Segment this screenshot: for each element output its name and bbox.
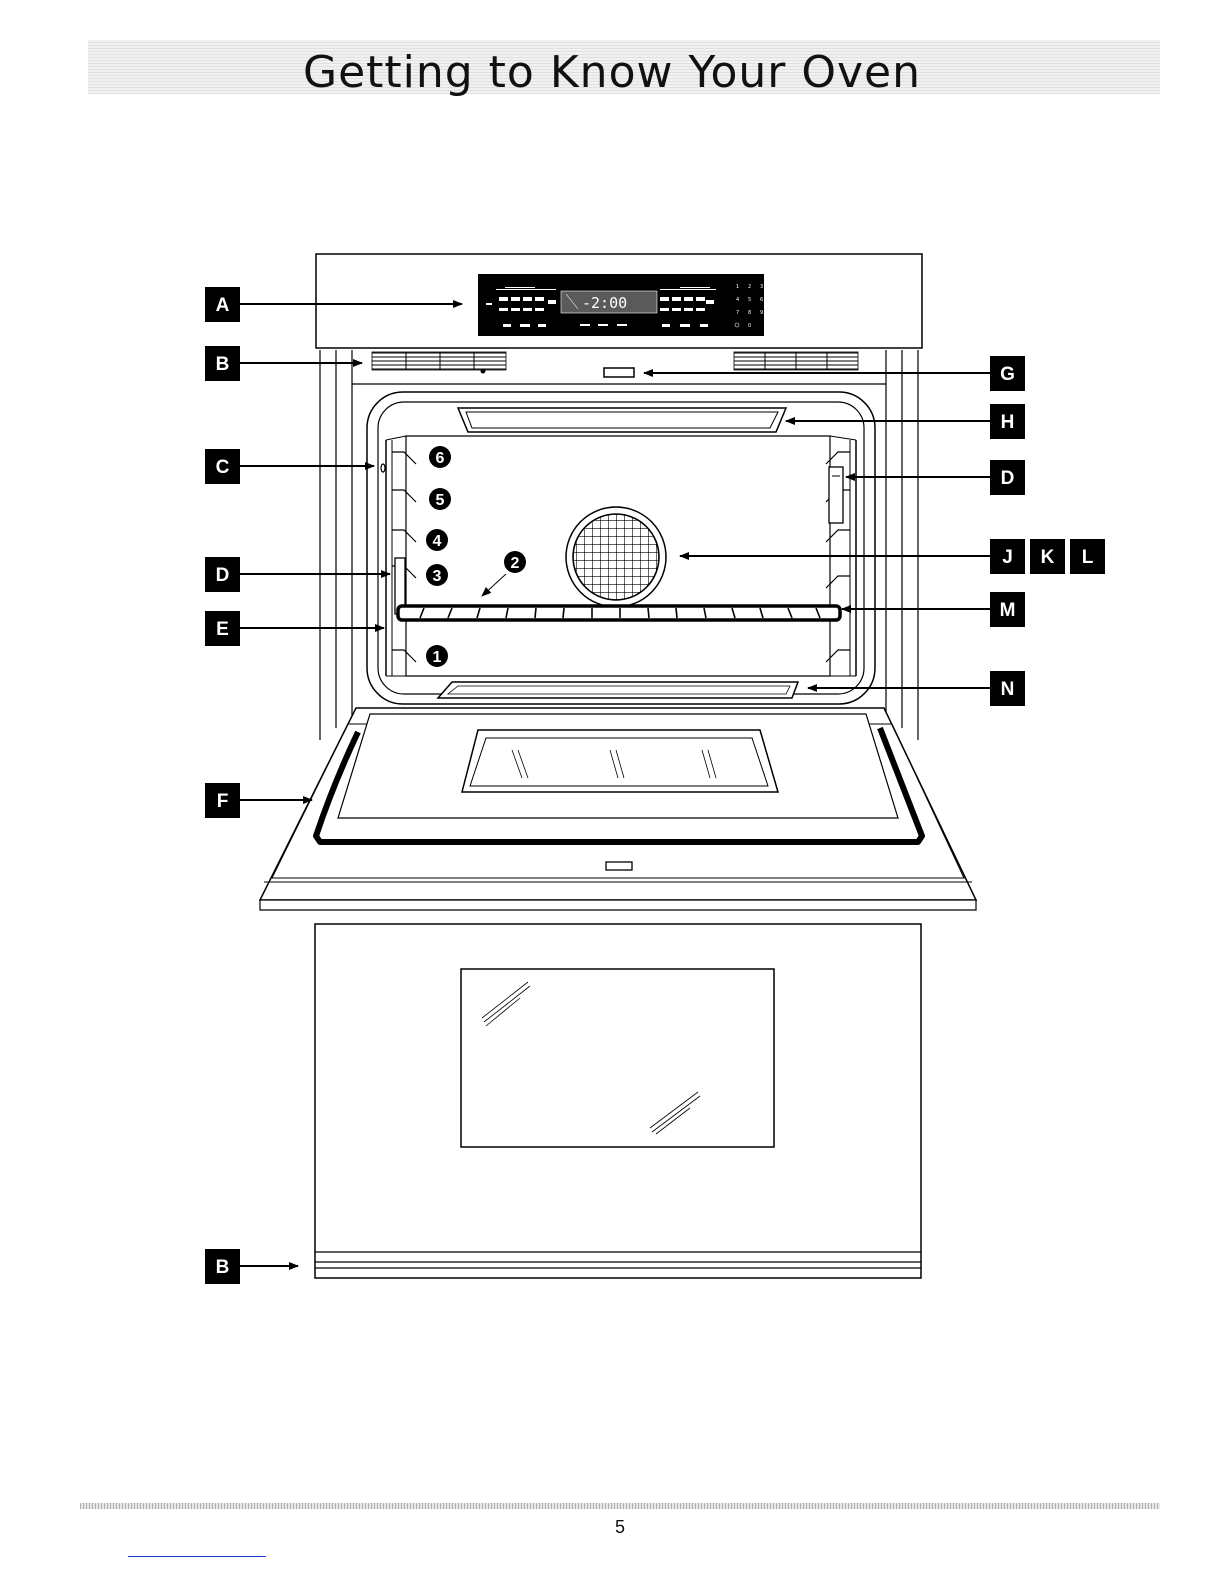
keypad-digit-6: 6 <box>760 297 763 303</box>
callout-h: H <box>1001 412 1015 433</box>
temperature-sensor <box>381 464 385 472</box>
footer-link-underline[interactable] <box>128 1556 266 1557</box>
broil-element <box>458 408 786 432</box>
keypad-digit-4: 4 <box>736 297 739 303</box>
door-latch <box>606 862 632 870</box>
control-panel: -2:00 1 2 3 4 5 6 7 8 9 0 <box>316 254 922 348</box>
callout-b-top: B <box>216 354 230 375</box>
keypad-digit-2: 2 <box>748 284 751 290</box>
lower-oven <box>315 924 921 1278</box>
callout-l: L <box>1082 547 1094 568</box>
keypad-digit-0: 0 <box>748 323 751 329</box>
rack-position-6: 6 <box>436 450 445 467</box>
callout-d-right: D <box>1001 468 1015 489</box>
rack-position-4: 4 <box>433 533 442 550</box>
callout-m: M <box>1000 600 1016 621</box>
keypad-digit-7: 7 <box>736 310 739 316</box>
keypad-digit-3: 3 <box>760 284 763 290</box>
page-number: 5 <box>0 1517 1224 1538</box>
keypad-digit-8: 8 <box>748 310 751 316</box>
callout-d-left: D <box>216 565 230 586</box>
display-readout: -2:00 <box>582 294 627 312</box>
keypad-digit-9: 9 <box>760 310 763 316</box>
oven-light-right <box>829 467 843 523</box>
convection-fan <box>566 507 666 607</box>
lower-oven-window <box>461 969 774 1147</box>
bake-element <box>438 682 798 698</box>
door-switch <box>604 368 634 377</box>
keypad-digit-1: 1 <box>736 284 739 290</box>
callout-j: J <box>1002 547 1013 568</box>
callout-n: N <box>1001 679 1015 700</box>
rack-position-5: 5 <box>436 492 445 509</box>
callout-k: K <box>1041 547 1055 568</box>
callout-e: E <box>216 619 229 640</box>
callout-b-bottom: B <box>216 1257 230 1278</box>
callout-f: F <box>217 791 229 812</box>
callout-a: A <box>216 295 230 316</box>
rack-position-3: 3 <box>433 568 442 585</box>
rack-position-2: 2 <box>511 555 520 572</box>
oven-door-open <box>260 708 976 910</box>
callout-g: G <box>1000 364 1015 385</box>
keypad-digit-5: 5 <box>748 297 751 303</box>
oven-rack <box>398 606 840 620</box>
callout-c: C <box>216 457 230 478</box>
rack-position-1: 1 <box>433 649 442 666</box>
footer-rule <box>80 1503 1160 1509</box>
